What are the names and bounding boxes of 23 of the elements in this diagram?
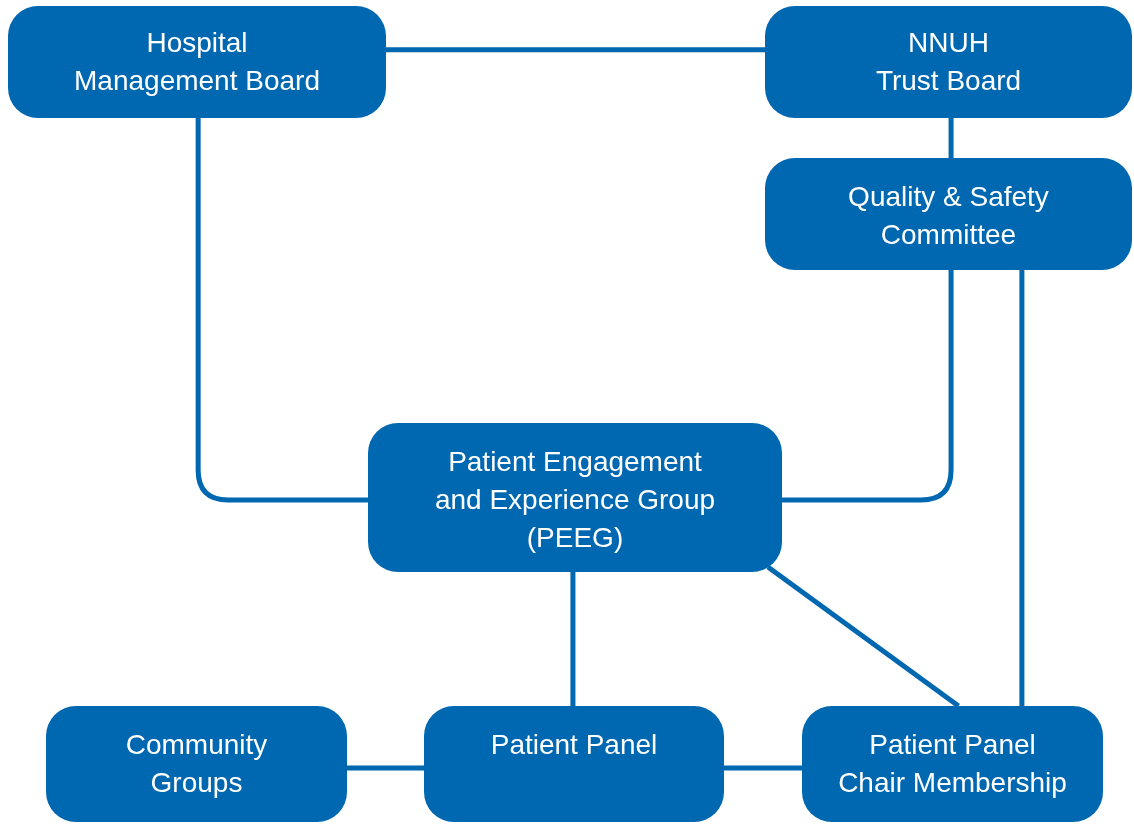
box-label: Quality & Safety Committee [847, 180, 1050, 252]
box-label: Community Groups [124, 728, 269, 800]
org-box [765, 6, 1132, 118]
connector-line [347, 765, 424, 771]
org-box [424, 706, 724, 822]
org-box [368, 423, 782, 572]
box-label: Patient Panel [489, 728, 659, 762]
connector-line [1019, 270, 1025, 706]
org-box [802, 706, 1103, 822]
connector-line [724, 765, 802, 771]
org-box [46, 706, 347, 822]
connector-line [948, 118, 954, 158]
org-box [8, 6, 386, 118]
org-box [765, 158, 1132, 270]
box-label: Patient Engagement and Experience Group (PEEG) [433, 445, 717, 555]
box-label: Hospital Management Board [73, 26, 321, 98]
box-label: Patient Panel Chair Membership [837, 728, 1068, 800]
connector-line [195, 118, 368, 503]
box-label: NNUH Trust Board [874, 26, 1023, 98]
connector-line [386, 47, 765, 53]
connector-line [766, 564, 960, 708]
connector-line [570, 572, 576, 706]
connector-line [782, 270, 954, 503]
